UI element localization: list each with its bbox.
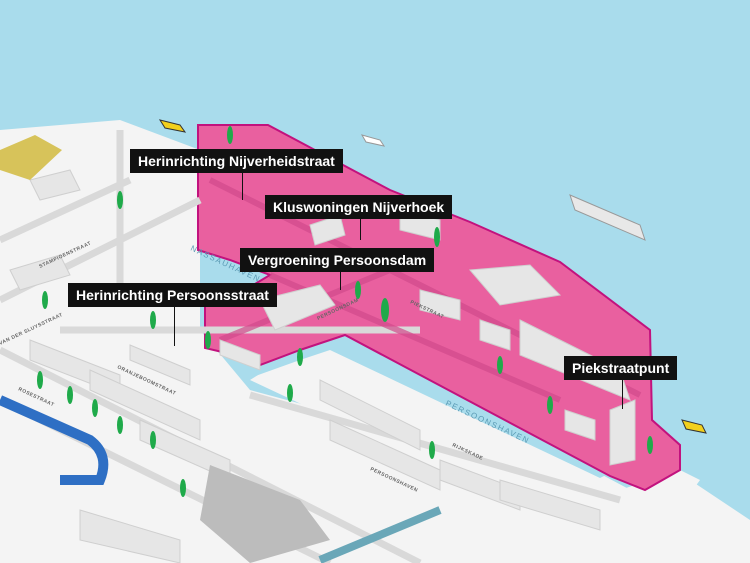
trees (37, 126, 653, 497)
leader-piekstraatpunt (622, 379, 623, 409)
yellow-building (0, 135, 62, 180)
leader-nijverheidstraat (242, 172, 243, 200)
leader-kluswoningen (360, 218, 361, 240)
buildings (9, 169, 636, 563)
station (200, 465, 330, 563)
leader-vergroening (340, 272, 341, 290)
leader-persoonsstraat (174, 306, 175, 346)
bridge (318, 506, 442, 563)
callout-kluswoningen-nijverhoek[interactable]: Kluswoningen Nijverhoek (265, 195, 453, 219)
persoonshaven-water (250, 332, 620, 478)
callout-vergroening-persoonsdam[interactable]: Vergroening Persoonsdam (240, 248, 435, 272)
callout-herinrichting-nijverheidstraat[interactable]: Herinrichting Nijverheidstraat (130, 149, 343, 173)
callout-herinrichting-persoonsstraat[interactable]: Herinrichting Persoonsstraat (68, 283, 277, 307)
blue-building (0, 395, 109, 485)
callout-piekstraatpunt[interactable]: Piekstraatpunt (564, 356, 678, 380)
land-south-east (250, 330, 750, 563)
boats (158, 119, 707, 434)
